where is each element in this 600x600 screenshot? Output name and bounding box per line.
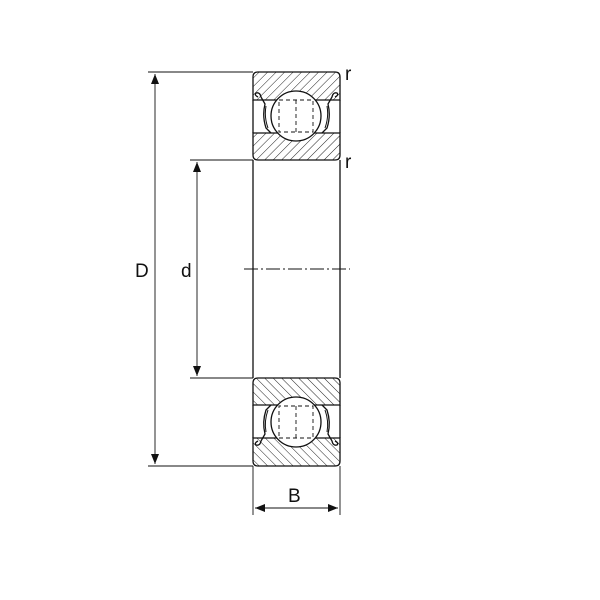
radius-label-outer: r xyxy=(345,64,352,85)
outer-diameter-label: D xyxy=(135,261,149,282)
width-label: B xyxy=(288,486,301,507)
radius-label-inner: r xyxy=(345,152,352,173)
bore-diameter-label: d xyxy=(181,261,192,282)
bottom-bearing-section xyxy=(252,377,341,467)
top-bearing-section xyxy=(252,71,341,161)
